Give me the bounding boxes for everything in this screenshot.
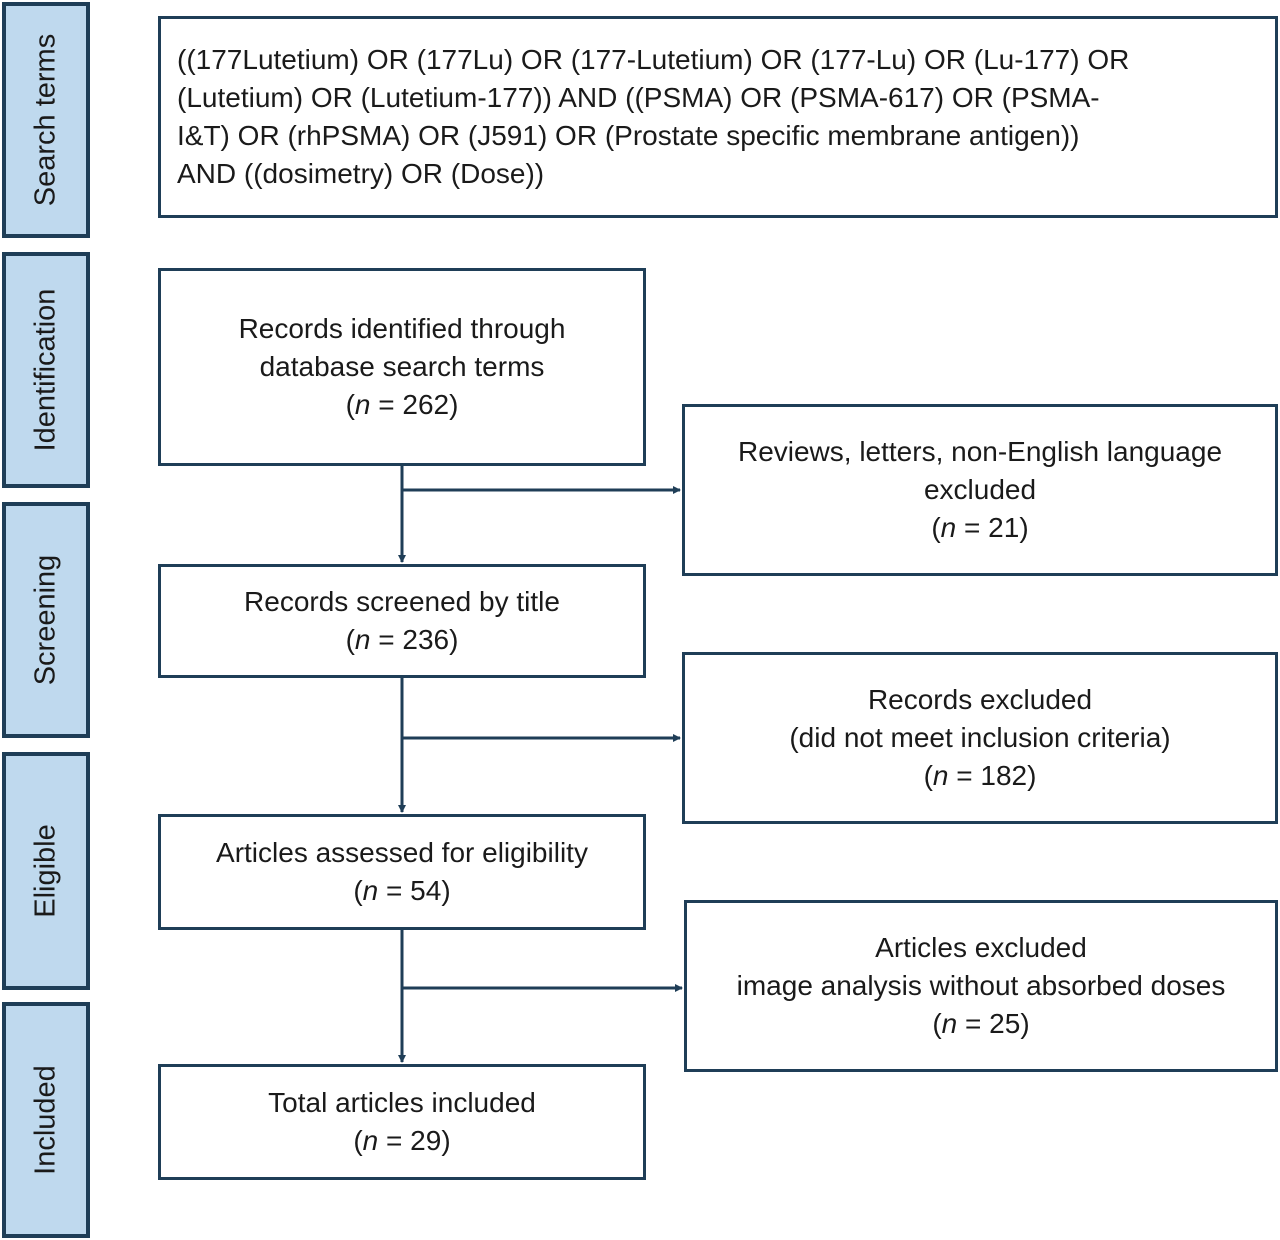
count-line: (n = 262)	[345, 389, 459, 420]
count-line: (n = 21)	[931, 512, 1029, 543]
stage-identification: Identification	[2, 252, 90, 488]
articles-excluded-box: Articles excluded image analysis without…	[684, 900, 1278, 1072]
n-equals: =	[370, 624, 403, 655]
box-text: (did not meet inclusion criteria)	[789, 722, 1171, 753]
search-terms-line: AND ((dosimetry) OR (Dose))	[177, 158, 545, 189]
search-terms-line: ((177Lutetium) OR (177Lu) OR (177-Luteti…	[177, 44, 1130, 75]
total-included-box: Total articles included (n = 29)	[158, 1064, 646, 1180]
count-line: (n = 54)	[353, 875, 451, 906]
stage-included: Included	[2, 1002, 90, 1238]
search-terms-box: ((177Lutetium) OR (177Lu) OR (177-Luteti…	[158, 16, 1278, 218]
count-line: (n = 236)	[345, 624, 459, 655]
n-symbol: n	[354, 624, 371, 655]
box-text: Records identified through	[238, 313, 566, 344]
n-equals: =	[378, 1125, 411, 1156]
n-symbol: n	[354, 389, 371, 420]
records-identified-box: Records identified through database sear…	[158, 268, 646, 466]
count-value: 29	[410, 1125, 442, 1156]
n-symbol: n	[362, 875, 379, 906]
stage-screening: Screening	[2, 502, 90, 738]
n-equals: =	[378, 875, 411, 906]
box-text: Articles assessed for eligibility	[216, 837, 588, 868]
reviews-excluded-box: Reviews, letters, non-English language e…	[682, 404, 1278, 576]
count-value: 262	[402, 389, 450, 420]
search-terms-line: I&T) OR (rhPSMA) OR (J591) OR (Prostate …	[177, 120, 1080, 151]
box-text: excluded	[923, 474, 1037, 505]
count-value: 21	[988, 512, 1020, 543]
count-line: (n = 25)	[932, 1008, 1030, 1039]
count-value: 182	[980, 760, 1028, 791]
records-excluded-box: Records excluded (did not meet inclusion…	[682, 652, 1278, 824]
stage-eligible: Eligible	[2, 752, 90, 990]
box-text: Reviews, letters, non-English language	[737, 436, 1223, 467]
n-symbol: n	[362, 1125, 379, 1156]
count-value: 236	[402, 624, 450, 655]
n-equals: =	[956, 512, 989, 543]
articles-assessed-box: Articles assessed for eligibility (n = 5…	[158, 814, 646, 930]
box-text: Records screened by title	[244, 586, 560, 617]
count-line: (n = 182)	[923, 760, 1037, 791]
records-screened-box: Records screened by title (n = 236)	[158, 564, 646, 678]
n-equals: =	[948, 760, 981, 791]
box-text: image analysis without absorbed doses	[736, 970, 1226, 1001]
count-value: 25	[989, 1008, 1021, 1039]
box-text: Records excluded	[867, 684, 1093, 715]
n-equals: =	[957, 1008, 990, 1039]
n-symbol: n	[941, 1008, 958, 1039]
n-symbol: n	[932, 760, 949, 791]
box-text: Total articles included	[268, 1087, 536, 1118]
count-line: (n = 29)	[353, 1125, 451, 1156]
box-text: database search terms	[259, 351, 545, 382]
count-value: 54	[410, 875, 442, 906]
search-terms-line: (Lutetium) OR (Lutetium-177)) AND ((PSMA…	[177, 82, 1100, 113]
box-text: Articles excluded	[875, 932, 1087, 963]
stage-search-terms: Search terms	[2, 2, 90, 238]
n-symbol: n	[940, 512, 957, 543]
n-equals: =	[370, 389, 403, 420]
